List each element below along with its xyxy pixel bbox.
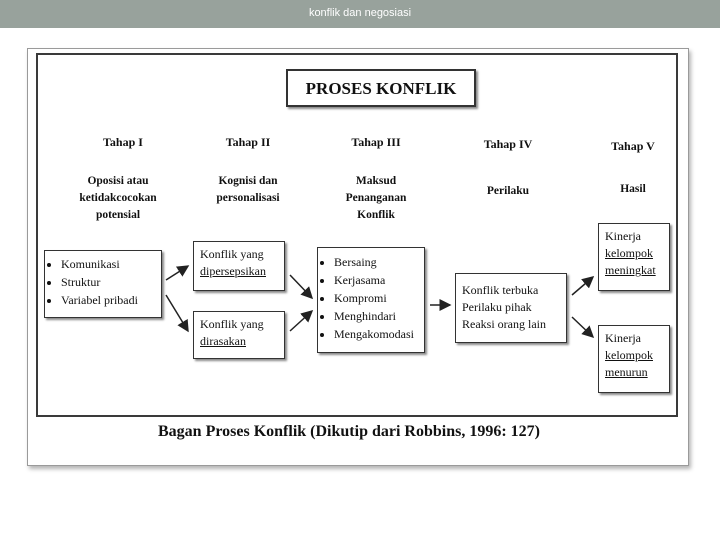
box-line: menurun [605,365,648,379]
subtitle-line: Maksud [355,175,397,187]
stage-5-subtitle: Hasil [573,181,693,198]
stage-1-label: Tahap I [103,135,143,149]
subtitle-line: Konflik [357,209,395,221]
stage-2-box-perceived: Konflik yang dipersepsikan [193,241,285,291]
box-line: Kinerja [605,331,641,345]
list-item: Kerjasama [334,271,424,289]
box-line: dirasakan [200,334,246,348]
subtitle-line: personalisasi [216,192,280,204]
stage-3-subtitle: Maksud Penanganan Konflik [316,173,436,224]
diagram-image: PROSES KONFLIK Tahap I Tahap II Tahap II… [27,48,689,466]
subtitle-line: Kognisi dan [218,175,278,187]
box-line: Konflik terbuka [462,283,539,297]
box-line: Konflik yang [200,317,264,331]
list-item: Bersaing [334,253,424,271]
stage-4-subtitle: Perilaku [448,183,568,200]
box-line: Konflik yang [200,247,264,261]
stage-2-subtitle: Kognisi dan personalisasi [188,173,308,207]
stage-4-box: Konflik terbuka Perilaku pihak Reaksi or… [455,273,567,343]
subtitle-line: ketidakcocokan [79,192,157,204]
arrow-2b-to-3 [289,309,314,332]
diagram-title: PROSES KONFLIK [286,69,476,107]
list-item: Struktur [61,273,161,291]
stage-3-label: Tahap III [351,135,401,149]
flow-arrows [165,265,595,339]
arrow-1-to-2a [165,265,190,281]
box-line: kelompok [605,348,653,362]
stage-3-box: Bersaing Kerjasama Kompromi Menghindari … [317,247,425,353]
diagram-border: PROSES KONFLIK Tahap I Tahap II Tahap II… [36,53,678,417]
list-item: Menghindari [334,307,424,325]
box-line: dipersepsikan [200,264,266,278]
subtitle-line: Oposisi atau [87,175,149,187]
slide-title: konflik dan negosiasi [308,7,412,19]
subtitle-line: Penanganan [345,192,407,204]
stage-5-label: Tahap V [611,139,655,153]
stage-1-box: Komunikasi Struktur Variabel pribadi [44,250,162,318]
stage-2-box-felt: Konflik yang dirasakan [193,311,285,359]
box-line: kelompok [605,246,653,260]
list-item: Mengakomodasi [334,325,424,343]
box-line: Reaksi orang lain [462,317,546,331]
diagram-caption: Bagan Proses Konflik (Dikutip dari Robbi… [158,423,540,440]
stage-2-label: Tahap II [225,135,271,149]
box-line: meningkat [605,263,656,277]
arrow-2a-to-3 [289,274,314,300]
subtitle-line: potensial [95,209,141,221]
stage-1-subtitle: Oposisi atau ketidakcocokan potensial [58,173,178,224]
slide-header: konflik dan negosiasi [0,0,720,28]
subtitle-line: Hasil [620,183,646,195]
stage-5-box-improved: Kinerja kelompok meningkat [598,223,670,291]
arrow-1-to-2b [165,294,189,333]
stage-5-box-decreased: Kinerja kelompok menurun [598,325,670,393]
list-item: Komunikasi [61,255,161,273]
arrow-4-to-5b [571,316,595,339]
box-line: Kinerja [605,229,641,243]
box-line: Perilaku pihak [462,300,532,314]
list-item: Kompromi [334,289,424,307]
subtitle-line: Perilaku [486,185,530,197]
arrow-4-to-5a [571,276,595,296]
list-item: Variabel pribadi [61,291,161,309]
stage-4-label: Tahap IV [483,137,533,151]
